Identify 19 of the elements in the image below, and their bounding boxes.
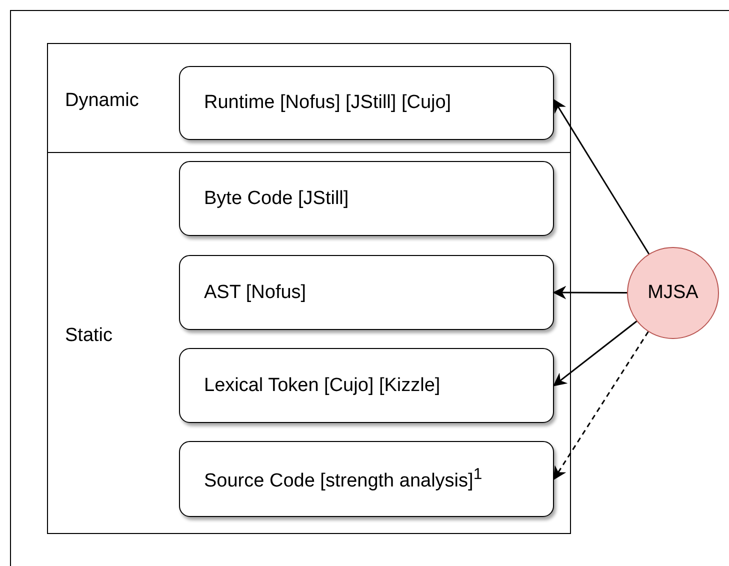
process-box <box>179 66 554 140</box>
node-label: Lexical Token [Cujo] [Kizzle] <box>204 374 440 396</box>
node-label: Byte Code [JStill] <box>204 188 349 210</box>
arrow <box>552 320 638 386</box>
arrow <box>553 98 650 254</box>
process-box <box>179 255 554 330</box>
dynamic-band <box>47 43 571 154</box>
node-label: MJSA <box>648 282 698 304</box>
process-box <box>179 441 554 517</box>
dashed-arrow <box>553 331 649 480</box>
process-box <box>179 161 554 236</box>
node-label: Runtime [Nofus] [JStill] [Cujo] <box>204 92 452 114</box>
node-label: Static <box>65 325 113 347</box>
node-label: AST [Nofus] <box>204 282 306 304</box>
node-label: Source Code [strength analysis]$^{1}$ <box>204 466 482 492</box>
static-band <box>47 152 571 534</box>
arrow <box>552 286 627 300</box>
process-box <box>179 348 554 423</box>
node-label: Dynamic <box>65 90 139 112</box>
